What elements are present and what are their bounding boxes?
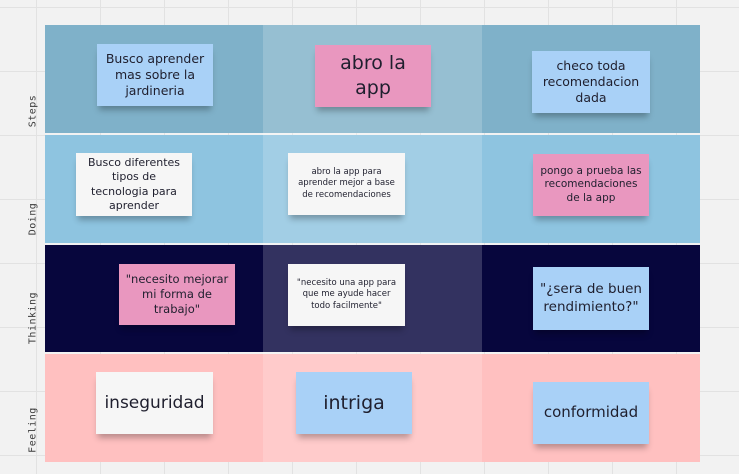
row-label-feeling: Feeling [27, 407, 39, 453]
sticky-note-text: "necesito mejorar mi forma de trabajo" [125, 272, 229, 316]
sticky-note-thinking-3[interactable]: "¿sera de buen rendimiento?" [533, 267, 649, 330]
sticky-note-doing-3[interactable]: pongo a prueba las recomendaciones de la… [533, 154, 649, 216]
sticky-note-feeling-1[interactable]: inseguridad [96, 372, 213, 434]
sticky-note-doing-1[interactable]: Busco diferentes tipos de tecnologia par… [76, 153, 192, 216]
sticky-note-steps-1[interactable]: Busco aprender mas sobre la jardineria [97, 44, 213, 106]
sticky-note-text: abro la app [340, 52, 406, 99]
sticky-note-text: pongo a prueba las recomendaciones de la… [540, 164, 642, 204]
sticky-note-feeling-3[interactable]: conformidad [533, 382, 649, 444]
sticky-note-text: Busco aprender mas sobre la jardineria [105, 50, 205, 99]
sticky-note-text: inseguridad [104, 392, 205, 413]
sticky-note-text: checo toda recomendacion dada [542, 57, 640, 106]
sticky-note-thinking-2[interactable]: "necesito una app para que me ayude hace… [288, 264, 405, 326]
row-label-doing: Doing [27, 202, 39, 236]
sticky-note-text: Busco diferentes tipos de tecnologia par… [87, 155, 181, 212]
sticky-note-feeling-2[interactable]: intriga [296, 372, 412, 434]
row-label-thinking: Thinking [27, 291, 39, 345]
sticky-note-text: intriga [323, 391, 385, 414]
sticky-note-text: "¿sera de buen rendimiento?" [540, 280, 642, 315]
sticky-note-steps-2[interactable]: abro la app [315, 45, 431, 107]
sticky-note-doing-2[interactable]: abro la app para aprender mejor a base d… [288, 153, 405, 215]
sticky-note-text: conformidad [543, 403, 639, 422]
sticky-note-thinking-1[interactable]: "necesito mejorar mi forma de trabajo" [119, 264, 235, 325]
row-label-steps: Steps [27, 94, 39, 128]
sticky-note-text: "necesito una app para que me ayude hace… [296, 278, 397, 311]
sticky-note-text: abro la app para aprender mejor a base d… [298, 167, 395, 200]
sticky-note-steps-3[interactable]: checo toda recomendacion dada [532, 51, 650, 113]
